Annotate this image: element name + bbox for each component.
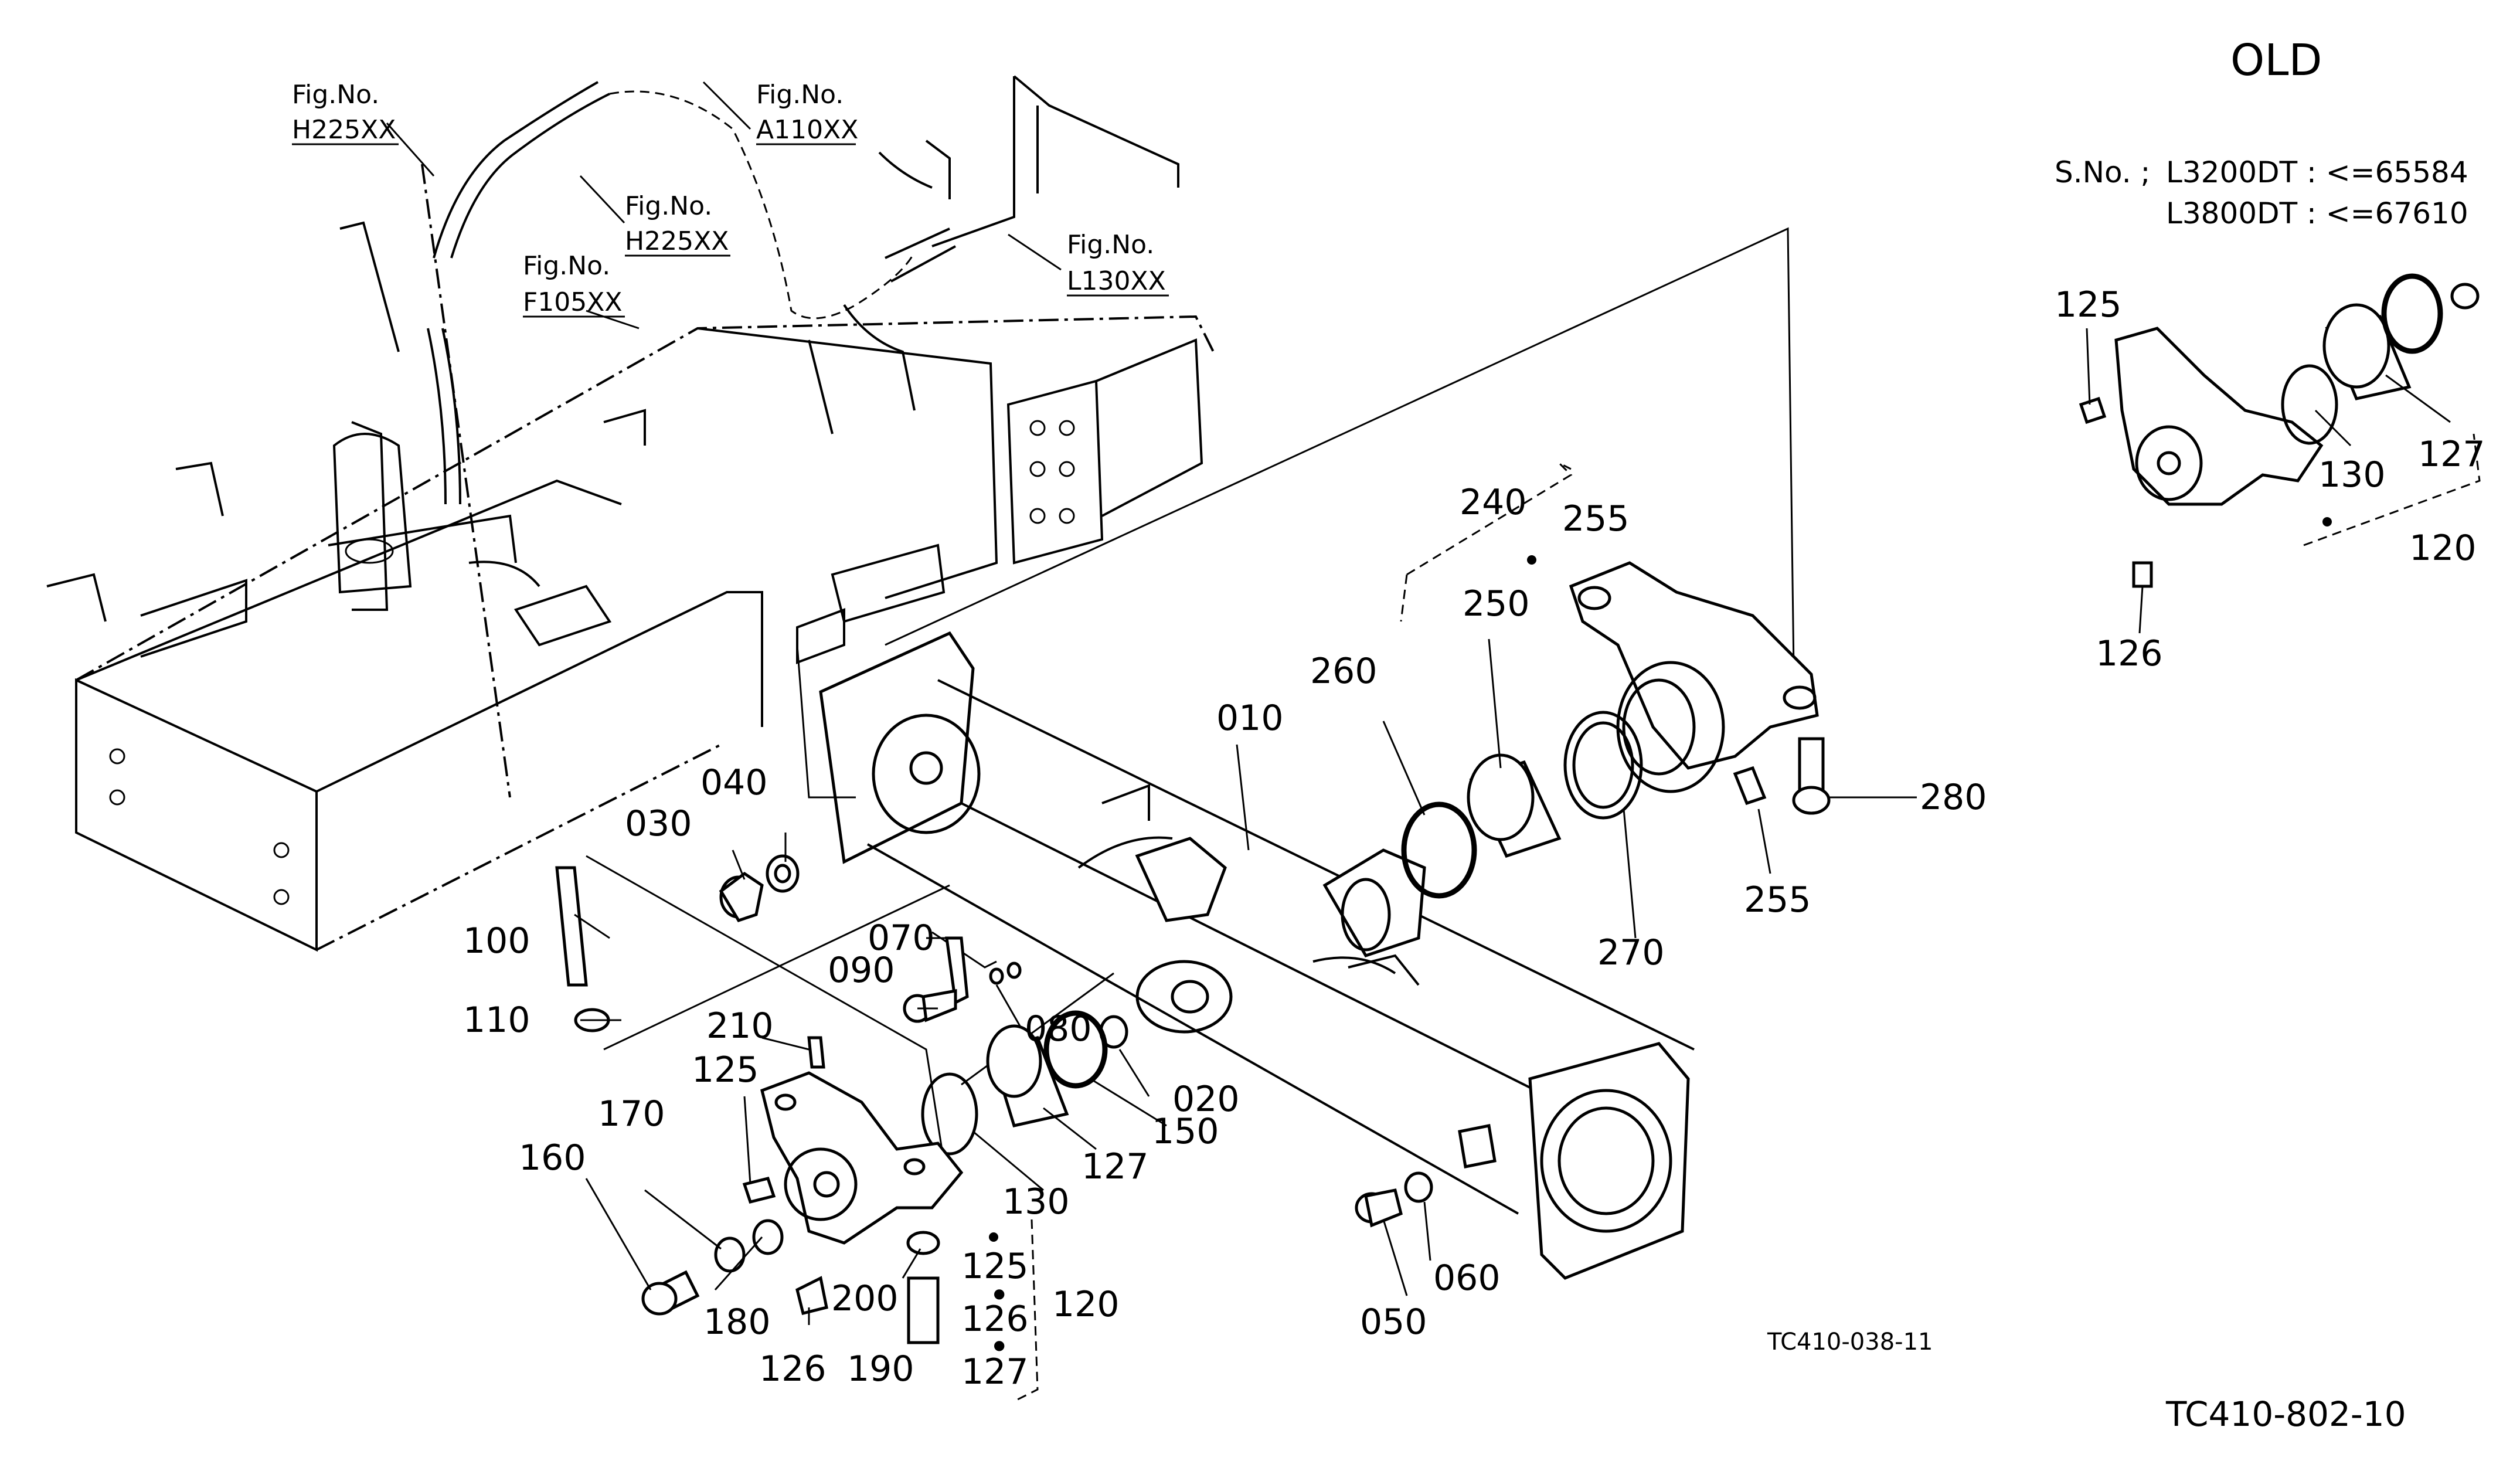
dot-separator-2: • [989, 1327, 1009, 1368]
part-label-110[interactable]: 110 [463, 1000, 530, 1041]
knuckle-housing-240 [1400, 462, 1831, 899]
part-label-020[interactable]: 020 [1172, 1079, 1240, 1120]
serial-line-1: L3200DT : <=65584 [2166, 155, 2468, 189]
part-label-100[interactable]: 100 [463, 920, 530, 962]
inset-part-label-120[interactable]: 120 [2409, 528, 2477, 569]
fig-ref-label: Fig.No. [292, 80, 379, 110]
part-label-050[interactable]: 050 [1360, 1302, 1427, 1343]
fig-ref-code[interactable]: L130XX [1067, 266, 1166, 296]
inset-header: OLD S.No. ; L3200DT : <=65584 L3800DT : … [2055, 35, 2468, 230]
part-label-190[interactable]: 190 [847, 1348, 914, 1390]
dot-separator-1: • [989, 1275, 1009, 1316]
inset-part-labels: 125 126 127 130 120 [2055, 284, 2485, 674]
part-label-150[interactable]: 150 [1152, 1111, 1219, 1152]
fig-ref-code[interactable]: F105XX [523, 287, 623, 317]
hydraulic-hoses [339, 75, 1179, 798]
knuckle-arm-120 [760, 1071, 1039, 1402]
small-parts [555, 854, 1433, 1344]
part-label-010[interactable]: 010 [1216, 698, 1284, 739]
inset-part-label-125[interactable]: 125 [2055, 284, 2122, 325]
serial-prefix: S.No. ; [2055, 155, 2150, 189]
drawing-codes: TC410-038-11 TC410-802-10 [1767, 1329, 2406, 1434]
part-label-125[interactable]: 125 [692, 1049, 759, 1090]
part-label-127[interactable]: 127 [1082, 1146, 1149, 1187]
part-label-170[interactable]: 170 [598, 1093, 665, 1134]
part-label-120[interactable]: 120 [1052, 1284, 1120, 1325]
axle-housing-010 [819, 631, 1695, 1280]
fig-ref-label: Fig.No. [1067, 230, 1154, 260]
part-label-080[interactable]: 080 [1025, 1008, 1092, 1049]
part-label-270[interactable]: 270 [1597, 932, 1665, 973]
part-label-210[interactable]: 210 [706, 1005, 774, 1047]
fig-ref-f105[interactable]: Fig.No. F105XX [523, 251, 625, 318]
part-label-255[interactable]: 255 [1562, 498, 1630, 539]
fig-ref-code[interactable]: H225XX [625, 226, 729, 256]
label-leaders [386, 81, 2451, 1325]
fig-ref-h225-mid[interactable]: Fig.No. H225XX [625, 191, 730, 257]
part-label-280[interactable]: 280 [1920, 777, 1987, 818]
fig-ref-label: Fig.No. [523, 251, 610, 281]
part-label-126[interactable]: 126 [759, 1348, 827, 1390]
fig-ref-label: Fig.No. [625, 191, 712, 221]
part-label-125-assy[interactable]: 125 [961, 1246, 1029, 1287]
fig-ref-code[interactable]: H225XX [292, 115, 396, 145]
fig-ref-l130[interactable]: Fig.No. L130XX [1067, 230, 1169, 297]
page-code: TC410-802-10 [2165, 1394, 2406, 1434]
part-label-070[interactable]: 070 [868, 918, 935, 959]
fig-ref-label: Fig.No. [756, 80, 844, 110]
part-label-126-assy[interactable]: 126 [961, 1299, 1029, 1340]
part-label-090[interactable]: 090 [828, 950, 895, 991]
tractor-frame [46, 315, 1215, 952]
part-label-127-assy[interactable]: 127 [961, 1351, 1029, 1392]
part-label-160[interactable]: 160 [519, 1137, 586, 1178]
part-label-060[interactable]: 060 [1433, 1258, 1501, 1299]
part-label-040[interactable]: 040 [700, 762, 768, 803]
part-label-200[interactable]: 200 [831, 1278, 899, 1319]
part-label-030[interactable]: 030 [625, 803, 692, 844]
drawing-code: TC410-038-11 [1767, 1329, 1933, 1356]
figure-reference-labels: Fig.No. H225XX Fig.No. A110XX Fig.No. H2… [292, 80, 1169, 318]
part-label-240[interactable]: 240 [1460, 482, 1527, 523]
part-label-180[interactable]: 180 [703, 1302, 771, 1343]
inset-title: OLD [2230, 35, 2322, 86]
fig-ref-h225-left[interactable]: Fig.No. H225XX [292, 80, 399, 145]
part-label-260[interactable]: 260 [1310, 651, 1378, 692]
serial-line-2: L3800DT : <=67610 [2166, 196, 2468, 230]
fig-ref-a110[interactable]: Fig.No. A110XX [756, 80, 858, 145]
inset-part-label-126[interactable]: 126 [2096, 633, 2163, 674]
part-label-255-fitting[interactable]: 255 [1744, 879, 1811, 920]
fig-ref-code[interactable]: A110XX [756, 115, 858, 145]
part-label-250[interactable]: 250 [1463, 583, 1530, 624]
inset-part-label-130[interactable]: 130 [2318, 454, 2386, 495]
part-label-130[interactable]: 130 [1002, 1181, 1070, 1222]
part-number-labels: 010 020 030 040 050 060 070 080 090 100 … [463, 482, 1987, 1392]
inset-part-label-127[interactable]: 127 [2418, 434, 2485, 475]
